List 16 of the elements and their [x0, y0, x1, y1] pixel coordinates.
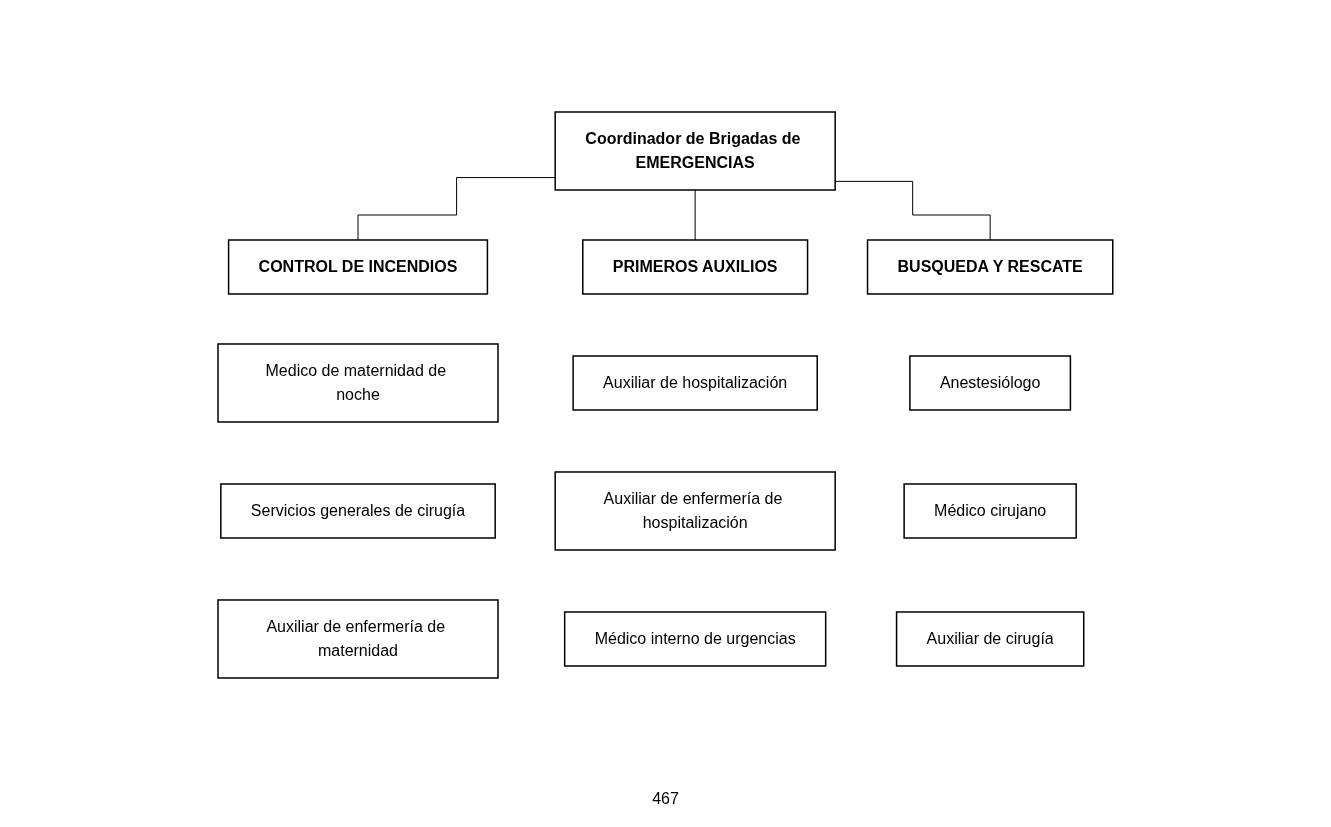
node-box: Auxiliar de enfermería de maternidad: [217, 599, 499, 679]
node-box: Coordinador de Brigadas de EMERGENCIAS: [554, 111, 836, 191]
node-box: Médico cirujano: [903, 483, 1078, 539]
page-number: 467: [651, 790, 680, 808]
node-box: Auxiliar de cirugía: [895, 611, 1085, 667]
node-box: Anestesiólogo: [909, 355, 1072, 411]
connector: [694, 189, 696, 241]
node-box: Medico de maternidad de noche: [217, 343, 499, 423]
connector: [357, 177, 556, 241]
node-box: Médico interno de urgencias: [564, 611, 827, 667]
node-box: PRIMEROS AUXILIOS: [582, 239, 809, 295]
node-box: Auxiliar de enfermería de hospitalización: [554, 471, 836, 551]
node-box: CONTROL DE INCENDIOS: [227, 239, 489, 295]
node-box: BUSQUEDA Y RESCATE: [866, 239, 1114, 295]
node-box: Servicios generales de cirugía: [220, 483, 497, 539]
node-box: Auxiliar de hospitalización: [572, 355, 819, 411]
